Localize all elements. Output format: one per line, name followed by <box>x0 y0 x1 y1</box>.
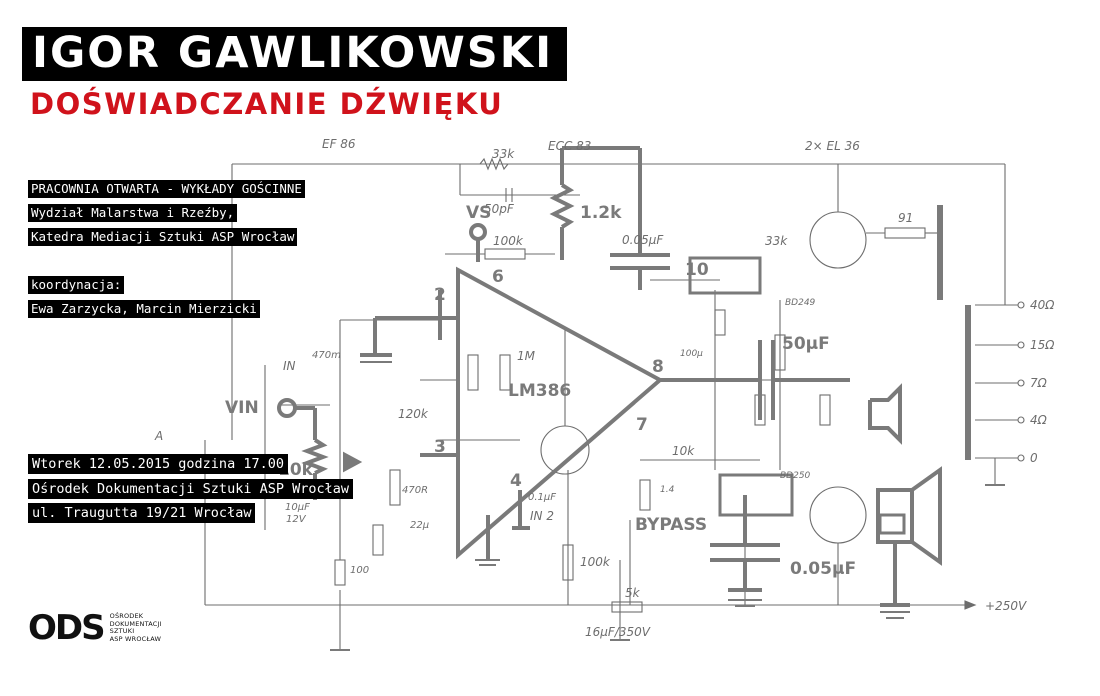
label-bd249: BD249 <box>785 298 816 308</box>
info-line-series: PRACOWNIA OTWARTA - WYKŁADY GOŚCINNE <box>28 180 305 198</box>
label-7ohm: 7Ω <box>1030 376 1048 390</box>
label-16uf: 16µF/350V <box>585 625 651 639</box>
label-12v: 12V <box>286 514 307 525</box>
label-91: 91 <box>898 211 913 225</box>
artist-name-title: IGOR GAWLIKOWSKI <box>22 27 568 81</box>
label-470r: 470R <box>402 485 428 496</box>
coordination-label: koordynacja: <box>28 276 125 294</box>
label-100: 100 <box>350 565 369 576</box>
info-line-department: Katedra Mediacji Sztuki ASP Wrocław <box>28 228 298 246</box>
label-in2: IN 2 <box>530 509 554 523</box>
label-bypass: BYPASS <box>635 515 707 535</box>
ods-logo-line-4: ASP WROCŁAW <box>109 634 162 643</box>
ods-logo-line-2: DOKUMENTACJI <box>109 619 162 628</box>
event-venue: Ośrodek Dokumentacji Sztuki ASP Wrocław <box>28 479 353 499</box>
label-ecc83: ECC 83 <box>548 139 591 153</box>
label-250uf: 50µF <box>782 334 830 354</box>
label-40ohm: 40Ω <box>1030 298 1055 312</box>
ods-logo-line-3: SZTUKI <box>109 627 135 635</box>
label-33k: 33k <box>492 147 515 161</box>
label-vs: VS <box>466 203 491 223</box>
label-100k: 100k <box>493 234 524 248</box>
label-005uf: 0.05µF <box>622 233 664 247</box>
event-date-time: Wtorek 12.05.2015 godzina 17.00 <box>28 454 288 474</box>
label-a: A <box>154 429 163 443</box>
label-15ohm: 15Ω <box>1030 338 1055 352</box>
label-005uf-b: 0.05µF <box>790 559 856 579</box>
label-8: 8 <box>652 357 664 377</box>
ods-logo-line-1: OŚRODEK <box>109 612 144 620</box>
label-10: 10 <box>685 260 709 280</box>
label-vin: VIN <box>225 398 259 418</box>
label-1m: 1M <box>517 349 536 363</box>
label-100k-b: 100k <box>580 555 611 569</box>
label-4ohm: 4Ω <box>1030 413 1048 427</box>
label-470m: 470m <box>312 350 341 361</box>
label-bd250: BD250 <box>780 471 811 481</box>
coordinators-names: Ewa Zarzycka, Marcin Mierzicki <box>28 300 260 318</box>
ods-logo: ODS OŚRODEK DOKUMENTACJI SZTUKI ASP WROC… <box>28 610 162 646</box>
label-7: 7 <box>636 415 648 435</box>
ods-logo-mark: ODS <box>28 608 106 648</box>
label-33k-b: 33k <box>765 234 788 248</box>
label-50pf: 50pF <box>484 202 515 216</box>
label-10k: 10k <box>672 444 695 458</box>
label-4: 4 <box>510 471 522 491</box>
label-0: 0 <box>1030 451 1038 465</box>
label-14: 1.4 <box>660 485 675 495</box>
label-22u: 22µ <box>410 520 429 531</box>
label-6: 6 <box>492 267 504 287</box>
label-2: 2 <box>434 285 446 305</box>
label-01uf: 0.1µF <box>528 492 556 503</box>
label-3: 3 <box>434 437 446 457</box>
label-lm386: LM386 <box>508 381 571 401</box>
info-line-faculty: Wydział Malarstwa i Rzeźby, <box>28 204 238 222</box>
label-12k: 1.2k <box>580 203 622 223</box>
label-10uf: 10µF <box>285 502 310 513</box>
ods-logo-text: OŚRODEK DOKUMENTACJI SZTUKI ASP WROCŁAW <box>109 612 162 643</box>
label-in: IN <box>283 359 296 373</box>
label-250v: +250V <box>985 599 1027 613</box>
label-el36: 2× EL 36 <box>805 139 860 153</box>
label-ef86: EF 86 <box>322 137 356 151</box>
event-address: ul. Traugutta 19/21 Wrocław <box>28 503 256 523</box>
label-120k: 120k <box>398 407 429 421</box>
label-5k: 5k <box>625 586 641 600</box>
event-title: DOŚWIADCZANIE DŹWIĘKU <box>30 87 504 121</box>
label-100u: 100µ <box>680 349 703 359</box>
